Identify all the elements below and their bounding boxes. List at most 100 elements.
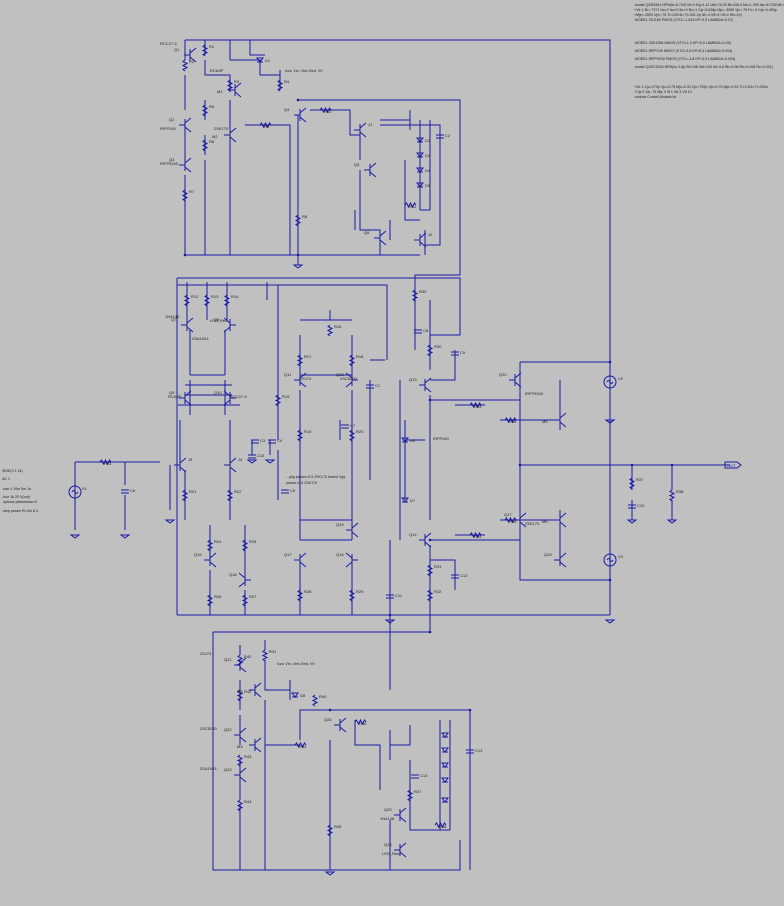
- transistor-label: Q26: [384, 842, 392, 847]
- resistor-label: R2: [189, 59, 195, 64]
- resistor-symbol: [411, 289, 419, 302]
- transistor-label: Q17: [284, 552, 292, 557]
- resistor-label: R37: [636, 477, 644, 482]
- capacitor-symbol: [248, 454, 256, 459]
- junction-dot: [630, 463, 634, 467]
- transistor-symbol: [179, 117, 192, 133]
- component-symbols: [68, 44, 742, 876]
- transistor-label: Q20: [499, 372, 507, 377]
- part-type-label: IRFP9240: [160, 161, 179, 166]
- transistor-symbol: [514, 512, 527, 528]
- resistor-symbol: [426, 564, 434, 577]
- capacitor-label: C13: [475, 748, 483, 753]
- transistor-symbol: [238, 572, 251, 588]
- diode-label: D3: [425, 153, 431, 158]
- resistor-label: R28: [304, 589, 312, 594]
- resistor-symbol: [223, 294, 231, 307]
- transistor-symbol: [346, 522, 359, 538]
- resistor-symbol: [348, 589, 356, 602]
- transistor-label: Q1: [174, 47, 180, 52]
- diode-symbol: [441, 732, 449, 738]
- transistor-symbol: [179, 157, 192, 173]
- resistor-symbol: [354, 718, 367, 726]
- junction-dot: [428, 398, 432, 402]
- ground-symbol: [119, 534, 131, 539]
- transistor-label: Q8: [214, 317, 220, 322]
- resistor-label: R1: [209, 44, 215, 49]
- transistor-symbol: [174, 457, 187, 473]
- resistor-label: R27: [249, 594, 257, 599]
- source-label: V3: [618, 554, 624, 559]
- capacitor-symbol: [466, 749, 474, 754]
- diff-note-1: ...pkg param=0.5 2SK170 lowest Vgs;: [286, 475, 346, 479]
- capacitor-symbol: [251, 439, 259, 444]
- diode-symbol: [441, 762, 449, 768]
- resistor-label: R4: [284, 79, 290, 84]
- resistor-symbol: [469, 401, 482, 409]
- resistor-label: R38: [676, 489, 684, 494]
- capacitor-symbol: [451, 574, 459, 579]
- transistor-symbol: [224, 457, 237, 473]
- transistor-label: Q25: [384, 807, 392, 812]
- ground-symbol: [292, 264, 304, 269]
- diode-label: D4: [425, 168, 431, 173]
- resistor-label: R10: [324, 109, 332, 114]
- transistor-label: Q19: [336, 522, 344, 527]
- mosfet-label: M2: [212, 134, 218, 139]
- voltage-source-symbol: [603, 375, 617, 389]
- transistor-symbol: [554, 512, 567, 528]
- part-type-label: 2SK170: [525, 521, 540, 526]
- resistor-symbol: [348, 354, 356, 367]
- transistor-symbol: [294, 107, 307, 123]
- resistor-label: R21: [189, 489, 197, 494]
- resistor-label: R41: [269, 649, 277, 654]
- junction-dot: [428, 630, 432, 634]
- resistor-symbol: [276, 79, 284, 92]
- resistor-label: R40: [244, 654, 252, 659]
- resistor-symbol: [206, 594, 214, 607]
- jfet-label: J4: [238, 457, 243, 462]
- transistor-symbol: [249, 682, 262, 698]
- transistor-label: Q6: [364, 230, 370, 235]
- part-type-label: 2SK170: [214, 126, 229, 131]
- transistor-symbol: [179, 390, 192, 406]
- diff-note-2: param=2.5 2SK170: [286, 481, 317, 485]
- diode-label: D6: [410, 438, 416, 443]
- resistor-label: R7: [189, 189, 195, 194]
- diode-symbol: [416, 137, 424, 143]
- capacitor-symbol: [414, 329, 422, 334]
- ccs-note-top: Iccs: Vb=-Vbe-Vled, Vf=: [285, 69, 323, 73]
- resistor-symbol: [181, 59, 189, 72]
- transistor-symbol: [394, 807, 407, 823]
- spice-directives: SINE(0 1 1k)AC 1.tran 0 10m 5m 1u.four 1…: [2, 469, 38, 513]
- capacitor-label: C10: [460, 573, 468, 578]
- diode-symbol: [416, 167, 424, 173]
- resistor-symbol: [504, 416, 517, 424]
- junction-dot: [183, 253, 187, 257]
- source-label: V2: [618, 376, 624, 381]
- resistor-label: R43: [244, 754, 252, 759]
- part-type-label: 2SC5200: [200, 726, 217, 731]
- diode-symbol: [416, 182, 424, 188]
- transistor-symbol: [184, 47, 197, 63]
- diode-label: D7: [410, 498, 416, 503]
- transistor-symbol: [364, 162, 377, 178]
- part-type-label: 1N4148: [380, 816, 395, 821]
- transistor-symbol: [345, 552, 358, 568]
- voltage-source-symbol: [68, 485, 82, 499]
- ground-symbol: [164, 519, 176, 524]
- resistor-symbol: [183, 294, 191, 307]
- transistor-symbol: [394, 842, 407, 858]
- resistor-label: R34: [474, 534, 482, 539]
- model-line: +Cjs 0 Vjs .75 Mjs 0 Itf 1 Xtf 3 Vtf 10: [634, 90, 692, 94]
- resistor-symbol: [326, 824, 334, 837]
- transistor-symbol: [223, 317, 236, 333]
- mosfet-label: M1: [217, 89, 223, 94]
- resistor-label: R16: [334, 324, 342, 329]
- resistor-symbol: [296, 429, 304, 442]
- junction-dot: [670, 463, 674, 467]
- part-type-label: 2SA1943: [192, 336, 209, 341]
- ground-symbol: [264, 459, 276, 464]
- capacitor-label: C9: [460, 350, 466, 355]
